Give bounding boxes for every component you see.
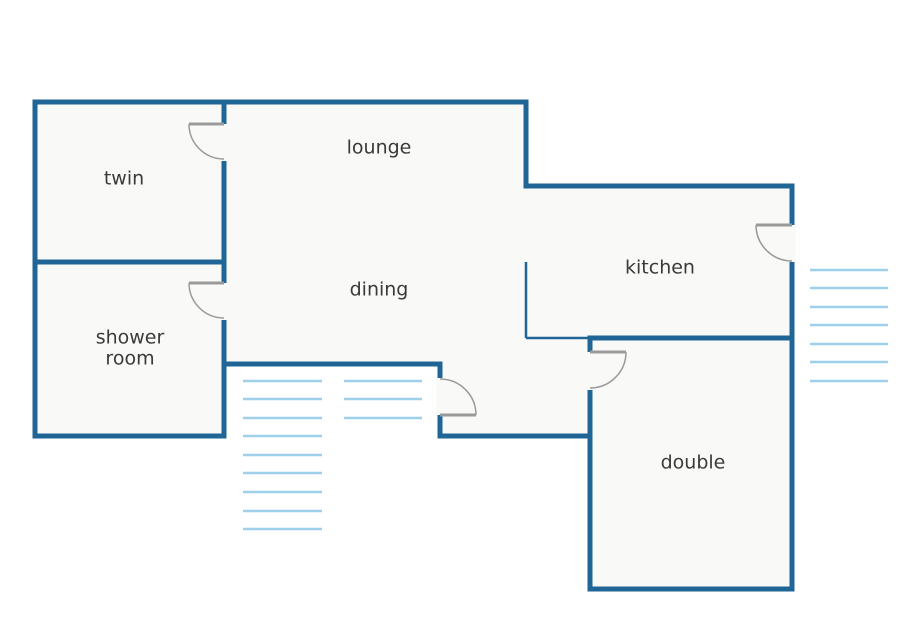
- stairs-left: [243, 379, 322, 531]
- door-shower-room: [188, 281, 225, 319]
- floor-double: [590, 338, 792, 589]
- label-dining: dining: [350, 279, 409, 301]
- wall-shower-room: [32, 259, 227, 439]
- label-shower-line1: shower: [96, 327, 165, 349]
- door-entrance: [439, 378, 477, 417]
- doors: [188, 122, 793, 417]
- label-shower-line2: room: [105, 348, 154, 370]
- label-double: double: [661, 452, 726, 474]
- stairs-middle: [344, 379, 422, 420]
- floor-shower-room: [35, 262, 224, 436]
- label-lounge: lounge: [347, 137, 412, 159]
- door-twin: [188, 122, 225, 160]
- room-labels: twin lounge dining kitchen shower room d…: [96, 137, 726, 474]
- wall-double: [587, 335, 795, 592]
- stairs-right: [810, 268, 888, 383]
- door-kitchen: [755, 223, 793, 262]
- label-kitchen: kitchen: [625, 257, 695, 279]
- floor-fills: [35, 102, 792, 589]
- floor-lounge-dining: [224, 102, 792, 436]
- door-double: [589, 350, 627, 389]
- label-twin: twin: [104, 168, 144, 190]
- floor-twin: [35, 102, 224, 262]
- door-gaps: [220, 124, 796, 415]
